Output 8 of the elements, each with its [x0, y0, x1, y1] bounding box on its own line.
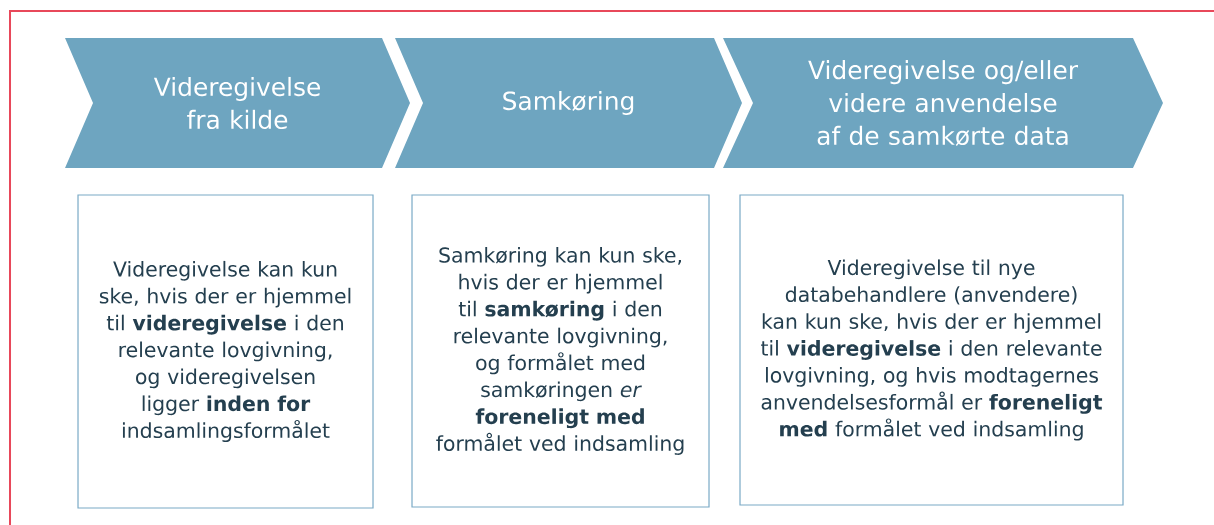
node-label: Samkøring [503, 90, 634, 116]
chevron-step: Videregivelse fra kilde [65, 38, 410, 168]
chevron-step: Samkøring [395, 38, 742, 168]
chevron-step: Videregivelse og/eller videre anvendelse af de samkørte data [723, 38, 1163, 168]
text-box: Videregivelse kan kun ske, hvis der er hjemmel til videregivelse i den relevante lovgivning, og videregivelsen ligger inden for indsamlingsformålet [77, 194, 374, 509]
text-box: Videregivelse til nye databehandlere (anvendere) kan kun ske, hvis der er hjemmel til videregivelse i den relevante lovgivning, og hvis modtagernes anvendelsesformål er foreneligt med formålet ved indsamling [739, 194, 1124, 506]
node-label: Videregivelse og/eller videre anvendelse af de samkørte data [808, 60, 1079, 146]
text-box: Samkøring kan kun ske, hvis der er hjemmel til samkøring i den relevante lovgivning, og formålet med samkøringen er foreneligt med formålet ved indsamling [411, 194, 710, 508]
